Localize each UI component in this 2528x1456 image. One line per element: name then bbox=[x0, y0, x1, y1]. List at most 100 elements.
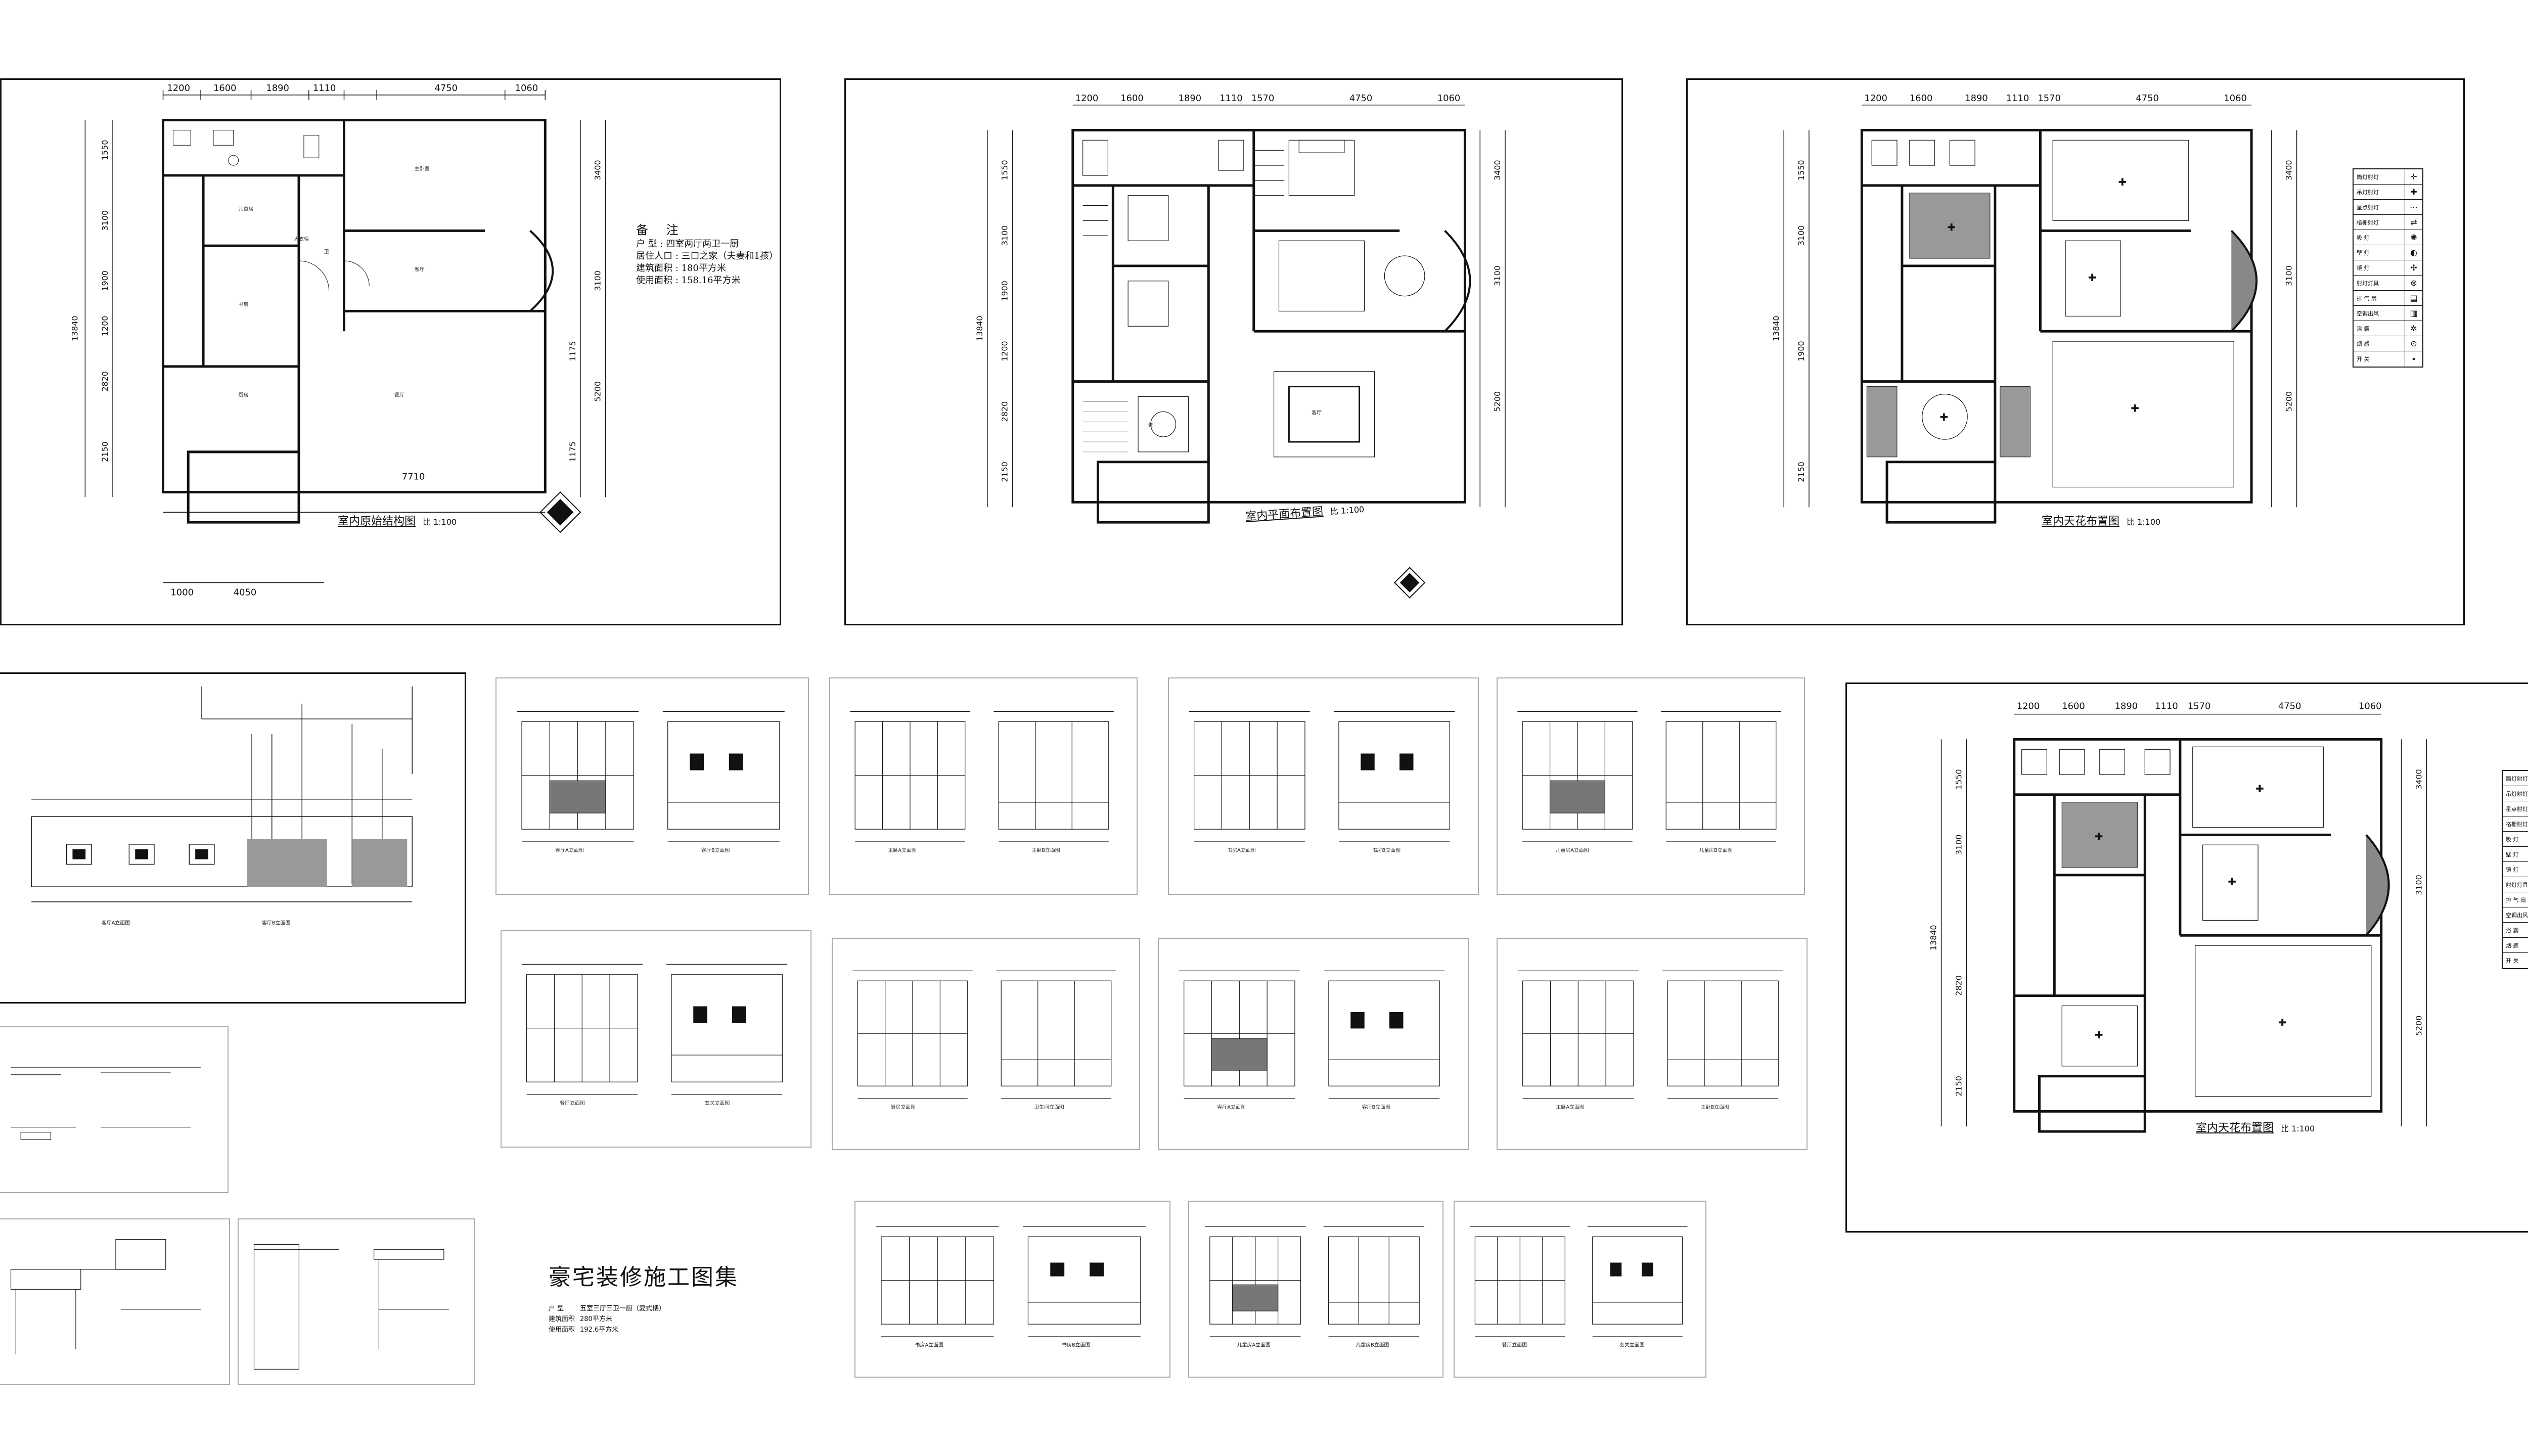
svg-text:客厅A立面图: 客厅A立面图 bbox=[102, 919, 130, 926]
svg-text:1550: 1550 bbox=[1000, 160, 1009, 180]
dim-top-1: 1200 bbox=[167, 83, 190, 94]
svg-text:✚: ✚ bbox=[2228, 876, 2236, 888]
sheet-elevation[interactable]: 厨房立面图卫生间立面图 bbox=[832, 938, 1140, 1150]
legend-row: 空调出风▥ bbox=[2503, 907, 2528, 923]
elevation-drawing: 厨房立面图卫生间立面图 bbox=[852, 970, 1116, 1110]
legend-row: 开 关• bbox=[2503, 953, 2528, 968]
elevation-title: 书房B立面图 bbox=[1062, 1342, 1090, 1348]
sheet-elevation[interactable]: 餐厅立面图玄关立面图 bbox=[501, 930, 811, 1148]
grille-icon: ⇄ bbox=[2405, 215, 2422, 230]
svg-text:✚: ✚ bbox=[1947, 221, 1956, 233]
svg-text:1570: 1570 bbox=[1251, 93, 1275, 104]
legend-row: 格栅射灯⇄ bbox=[2503, 816, 2528, 832]
sheet-long-elevation[interactable]: 客厅A立面图 客厅B立面图 bbox=[0, 672, 466, 1004]
svg-text:3100: 3100 bbox=[593, 270, 603, 291]
sheet-detail-a[interactable] bbox=[0, 1026, 229, 1193]
notes-line: 建筑面积 : 180平方米 bbox=[636, 263, 726, 274]
svg-text:4750: 4750 bbox=[435, 83, 458, 94]
svg-text:1900: 1900 bbox=[1000, 281, 1009, 301]
svg-text:1570: 1570 bbox=[2038, 93, 2061, 104]
sheet-elevation[interactable]: 儿童房A立面图儿童房B立面图 bbox=[1497, 677, 1805, 895]
legend-label: 筒灯射灯 bbox=[2506, 775, 2528, 782]
svg-text:1200: 1200 bbox=[1864, 93, 1887, 104]
legend-row: 排 气 扇▤ bbox=[2354, 291, 2422, 306]
svg-text:5200: 5200 bbox=[593, 381, 603, 401]
sheet-detail-b[interactable] bbox=[0, 1218, 230, 1385]
sheet-elevation[interactable]: 客厅A立面图客厅B立面图 bbox=[495, 677, 809, 895]
fan-icon: ▤ bbox=[2405, 291, 2422, 305]
elevation-title: 客厅A立面图 bbox=[1217, 1104, 1245, 1110]
svg-text:✚: ✚ bbox=[2118, 176, 2127, 188]
plan-scale: 比 1:100 bbox=[1330, 504, 1365, 517]
sheet-elevation[interactable]: 主卧A立面图主卧B立面图 bbox=[1497, 938, 1808, 1150]
svg-text:1550: 1550 bbox=[1954, 769, 1963, 789]
sheet-elevation[interactable]: 书房A立面图书房B立面图 bbox=[854, 1201, 1170, 1378]
legend-label: 格栅射灯 bbox=[2357, 219, 2379, 226]
legend-label: 开 关 bbox=[2506, 958, 2519, 964]
svg-text:1060: 1060 bbox=[1437, 93, 1461, 104]
svg-text:2820: 2820 bbox=[1954, 975, 1963, 995]
svg-text:2150: 2150 bbox=[1796, 462, 1806, 482]
svg-text:✚: ✚ bbox=[2131, 402, 2139, 414]
detail-drawing bbox=[253, 1244, 449, 1370]
svg-text:1110: 1110 bbox=[2155, 701, 2178, 712]
svg-text:客厅: 客厅 bbox=[415, 266, 425, 272]
plan-scale: 比 1:100 bbox=[423, 517, 457, 527]
legend-row: 射灯灯具⊗ bbox=[2503, 877, 2528, 892]
legend-row: 烟 感⊙ bbox=[2503, 938, 2528, 953]
elevation-title: 玄关立面图 bbox=[705, 1100, 730, 1106]
sheet-detail-c[interactable] bbox=[238, 1218, 475, 1385]
legend-label: 星点射灯 bbox=[2357, 204, 2379, 211]
svg-text:5200: 5200 bbox=[1493, 391, 1502, 412]
cover-value: 280平方米 bbox=[580, 1315, 612, 1323]
sheet-elevation[interactable]: 书房A立面图书房B立面图 bbox=[1168, 677, 1479, 895]
elevation-title: 儿童房B立面图 bbox=[1699, 847, 1732, 853]
legend-label: 吊灯射灯 bbox=[2506, 790, 2528, 797]
elevation-title: 儿童房B立面图 bbox=[1356, 1342, 1389, 1348]
pendant-icon: ✚ bbox=[2405, 185, 2422, 199]
cover-value: 五室三厅三卫一厨（复式楼） bbox=[580, 1305, 666, 1312]
svg-text:3100: 3100 bbox=[2414, 875, 2423, 895]
svg-text:1060: 1060 bbox=[2359, 701, 2382, 712]
legend-label: 吊灯射灯 bbox=[2357, 189, 2379, 196]
legend-label: 开 关 bbox=[2357, 356, 2370, 362]
cover-row: 户 型五室三厅三卫一厨（复式楼） bbox=[549, 1302, 670, 1313]
svg-text:3400: 3400 bbox=[593, 160, 603, 180]
legend-row: 星点射灯⋯ bbox=[2354, 200, 2422, 215]
sheet-original-structure[interactable]: 1200 1600 1890 1110 4750 1060 7710 1000 … bbox=[0, 78, 781, 625]
svg-text:客厅B立面图: 客厅B立面图 bbox=[262, 919, 290, 926]
plan-notes: 备 注 户 型 : 四室两厅两卫一厨 居住人口 : 三口之家（夫妻和1孩） 建筑… bbox=[636, 224, 778, 287]
svg-text:4050: 4050 bbox=[234, 587, 257, 598]
legend-row: 壁 灯◐ bbox=[2354, 245, 2422, 260]
svg-text:1890: 1890 bbox=[266, 83, 289, 94]
north-compass bbox=[1393, 567, 1426, 599]
elevation-title: 餐厅立面图 bbox=[1502, 1342, 1527, 1348]
sheet-elevation[interactable]: 儿童房A立面图儿童房B立面图 bbox=[1188, 1201, 1443, 1378]
sheet-elevation[interactable]: 主卧A立面图主卧B立面图 bbox=[829, 677, 1138, 895]
svg-text:1890: 1890 bbox=[2115, 701, 2138, 712]
svg-text:✚: ✚ bbox=[2278, 1017, 2287, 1028]
elevation-drawing: 主卧A立面图主卧B立面图 bbox=[850, 711, 1114, 853]
cover-label: 建筑面积 bbox=[549, 1315, 575, 1323]
svg-text:✚: ✚ bbox=[2255, 783, 2264, 795]
svg-text:1570: 1570 bbox=[2188, 701, 2211, 712]
elevation-drawing: 儿童房A立面图儿童房B立面图 bbox=[1517, 711, 1781, 853]
elevation-title: 主卧B立面图 bbox=[1701, 1104, 1729, 1110]
sheet-elevation[interactable]: 客厅A立面图客厅B立面图 bbox=[1158, 938, 1469, 1150]
elevation-title: 厨房立面图 bbox=[890, 1104, 916, 1110]
svg-text:5200: 5200 bbox=[2414, 1016, 2423, 1036]
svg-text:4750: 4750 bbox=[1349, 93, 1373, 104]
svg-text:3100: 3100 bbox=[1796, 225, 1806, 246]
svg-text:2820: 2820 bbox=[100, 371, 110, 391]
legend-label: 吸 灯 bbox=[2357, 234, 2370, 241]
sheet-elevation[interactable]: 餐厅立面图玄关立面图 bbox=[1454, 1201, 1706, 1378]
svg-text:1900: 1900 bbox=[1796, 341, 1806, 361]
heater-icon: ✲ bbox=[2405, 321, 2422, 336]
